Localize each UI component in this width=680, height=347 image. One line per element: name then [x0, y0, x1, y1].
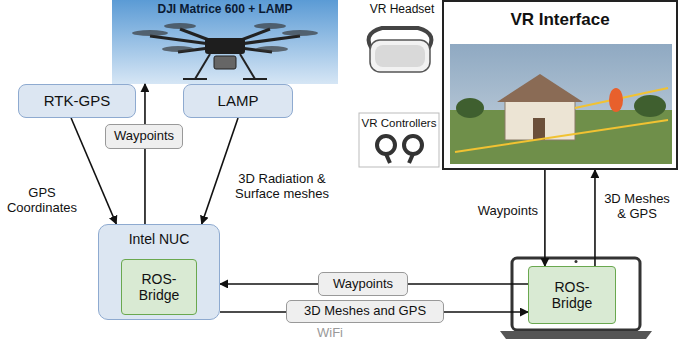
node-text: ROS-Bridge — [546, 279, 598, 311]
laptop-screen — [512, 258, 640, 330]
software-box: ROS-Bridge — [528, 266, 616, 324]
rotor — [256, 46, 288, 52]
vr-tree — [634, 95, 666, 117]
controllers-frame — [359, 113, 439, 167]
sensor-box: RTK-GPS — [18, 84, 136, 118]
node-text: VR Interface — [510, 10, 609, 30]
skid — [183, 78, 207, 80]
link-label: WiFi — [300, 326, 360, 341]
vr-house-door — [533, 118, 545, 140]
drone-photo: DJI Matrice 600 + LAMP — [112, 0, 338, 84]
vr-marker — [609, 88, 623, 112]
node-text: RTK-GPS — [44, 92, 110, 109]
node-text: DJI Matrice 600 + LAMP — [157, 3, 292, 17]
edge-label: 3D Meshes & GPS — [600, 192, 674, 222]
skid — [243, 78, 267, 80]
connector-arrow — [202, 118, 238, 224]
controller-grip — [386, 154, 390, 163]
connector-arrow — [544, 170, 546, 266]
drone-body — [205, 38, 245, 54]
edge-tag: Waypoints — [105, 124, 183, 149]
landing-gear — [183, 54, 267, 79]
vr-sky — [450, 44, 672, 164]
vr-tree — [456, 98, 484, 118]
edge-tag: 3D Meshes and GPS — [286, 300, 444, 323]
rotor — [164, 23, 196, 29]
node-text: ROS-Bridge — [133, 271, 185, 303]
software-box: ROS-Bridge — [121, 259, 197, 315]
edge-label: 3D Radiation & Surface meshes — [226, 172, 338, 202]
vr-house-wall — [505, 100, 575, 140]
controller-ring — [377, 136, 395, 154]
vr-house-roof — [497, 74, 583, 102]
leg — [240, 54, 255, 79]
connector-arrow — [144, 84, 146, 224]
rotor — [254, 23, 286, 29]
leg — [195, 54, 210, 79]
rotor — [132, 30, 168, 36]
controller-ring — [404, 136, 422, 154]
connector-arrow — [594, 170, 596, 266]
device-label: VR Controllers — [360, 117, 438, 130]
vr-panel: VR Interface — [442, 0, 678, 170]
rotor — [282, 30, 318, 36]
sensor-box: LAMP — [183, 84, 293, 118]
rotor — [162, 46, 194, 52]
controller-grip — [409, 154, 413, 163]
photo-ground — [112, 0, 338, 84]
vr-path — [455, 120, 668, 152]
node-text: Intel NUC — [129, 231, 190, 247]
headset-face — [375, 45, 425, 67]
computer-box: Intel NUC ROS-Bridge — [98, 224, 220, 320]
headset-body — [370, 40, 430, 72]
device-label: VR Headset — [364, 3, 440, 17]
node-text: LAMP — [218, 92, 259, 109]
edge-label: Waypoints — [462, 204, 538, 219]
lamp-payload — [214, 56, 236, 69]
edge-label: GPS Coordinates — [2, 186, 82, 216]
laptop-camera — [575, 260, 578, 263]
laptop-base — [500, 331, 652, 339]
edge-tag: Waypoints — [318, 272, 408, 296]
